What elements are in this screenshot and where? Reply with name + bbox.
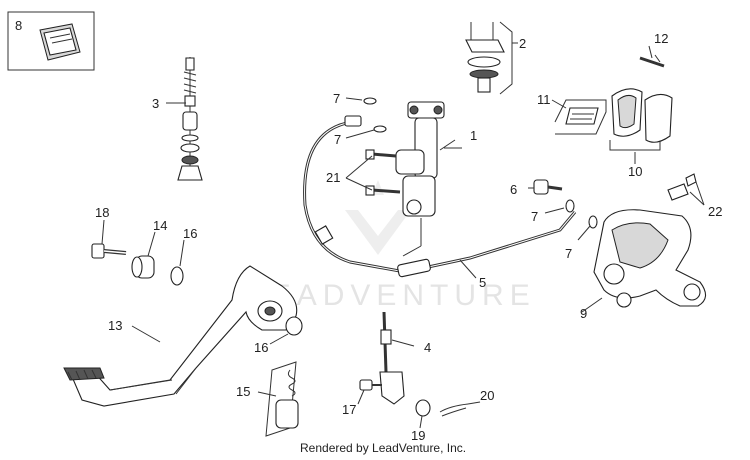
part-7-washer-b[interactable] (373, 125, 387, 133)
leader-lines (101, 45, 705, 429)
callout-11: 11 (537, 92, 551, 107)
part-11-pad-spring[interactable] (554, 99, 607, 135)
callout-2: 2 (519, 36, 526, 51)
part-8-manual-box[interactable] (7, 11, 95, 71)
part-3-master-cylinder-kit[interactable] (177, 57, 203, 181)
callout-7-d: 7 (565, 246, 572, 261)
part-20-cotter-pin[interactable] (439, 403, 469, 417)
callout-3: 3 (152, 96, 159, 111)
part-4-pushrod[interactable] (379, 311, 405, 405)
callout-16-b: 16 (254, 340, 268, 355)
callout-8: 8 (15, 18, 22, 33)
part-2-reservoir-cap[interactable] (465, 21, 518, 95)
callout-7-a: 7 (333, 91, 340, 106)
callout-19: 19 (411, 428, 425, 443)
part-21-mounting-bolts[interactable] (365, 149, 401, 196)
callout-labels: 1 2 3 4 5 6 7 7 7 7 8 9 10 11 12 13 14 1… (15, 18, 722, 443)
callout-17: 17 (342, 402, 356, 417)
callout-12: 12 (654, 31, 668, 46)
callout-13: 13 (108, 318, 122, 333)
callout-7-c: 7 (531, 209, 538, 224)
callout-14: 14 (153, 218, 167, 233)
part-7-washer-a[interactable] (363, 97, 377, 105)
callout-5: 5 (479, 275, 486, 290)
part-12-pad-pin[interactable] (639, 54, 665, 68)
part-22-bleeder-screws[interactable] (667, 173, 697, 201)
callout-16-a: 16 (183, 226, 197, 241)
callout-18: 18 (95, 205, 109, 220)
part-10-brake-pads[interactable] (609, 88, 673, 151)
part-17-clevis-pin[interactable] (359, 379, 382, 391)
part-7-washer-c[interactable] (565, 199, 575, 213)
part-1-rear-master-cylinder[interactable] (395, 101, 445, 217)
callout-4: 4 (424, 340, 431, 355)
callout-22: 22 (708, 204, 722, 219)
part-16-o-ring-b[interactable] (285, 316, 303, 336)
part-16-o-ring-a[interactable] (170, 266, 184, 286)
part-6-banjo-bolt[interactable] (533, 179, 563, 195)
part-5-brake-hose[interactable] (303, 115, 577, 278)
part-13-brake-pedal[interactable] (63, 265, 298, 407)
part-18-pivot-bolt[interactable] (91, 243, 127, 259)
callout-21: 21 (326, 170, 340, 185)
part-14-bushing[interactable] (131, 255, 155, 279)
callout-6: 6 (510, 182, 517, 197)
callout-10: 10 (628, 164, 642, 179)
part-7-washer-d[interactable] (588, 215, 598, 229)
callout-9: 9 (580, 306, 587, 321)
part-15-return-spring[interactable] (265, 361, 299, 437)
part-9-rear-caliper[interactable] (593, 209, 707, 308)
part-19-washer[interactable] (415, 399, 431, 417)
callout-20: 20 (480, 388, 494, 403)
callout-1: 1 (470, 128, 477, 143)
callout-7-b: 7 (334, 132, 341, 147)
callout-15: 15 (236, 384, 250, 399)
footer-credit: Rendered by LeadVenture, Inc. (300, 441, 466, 455)
